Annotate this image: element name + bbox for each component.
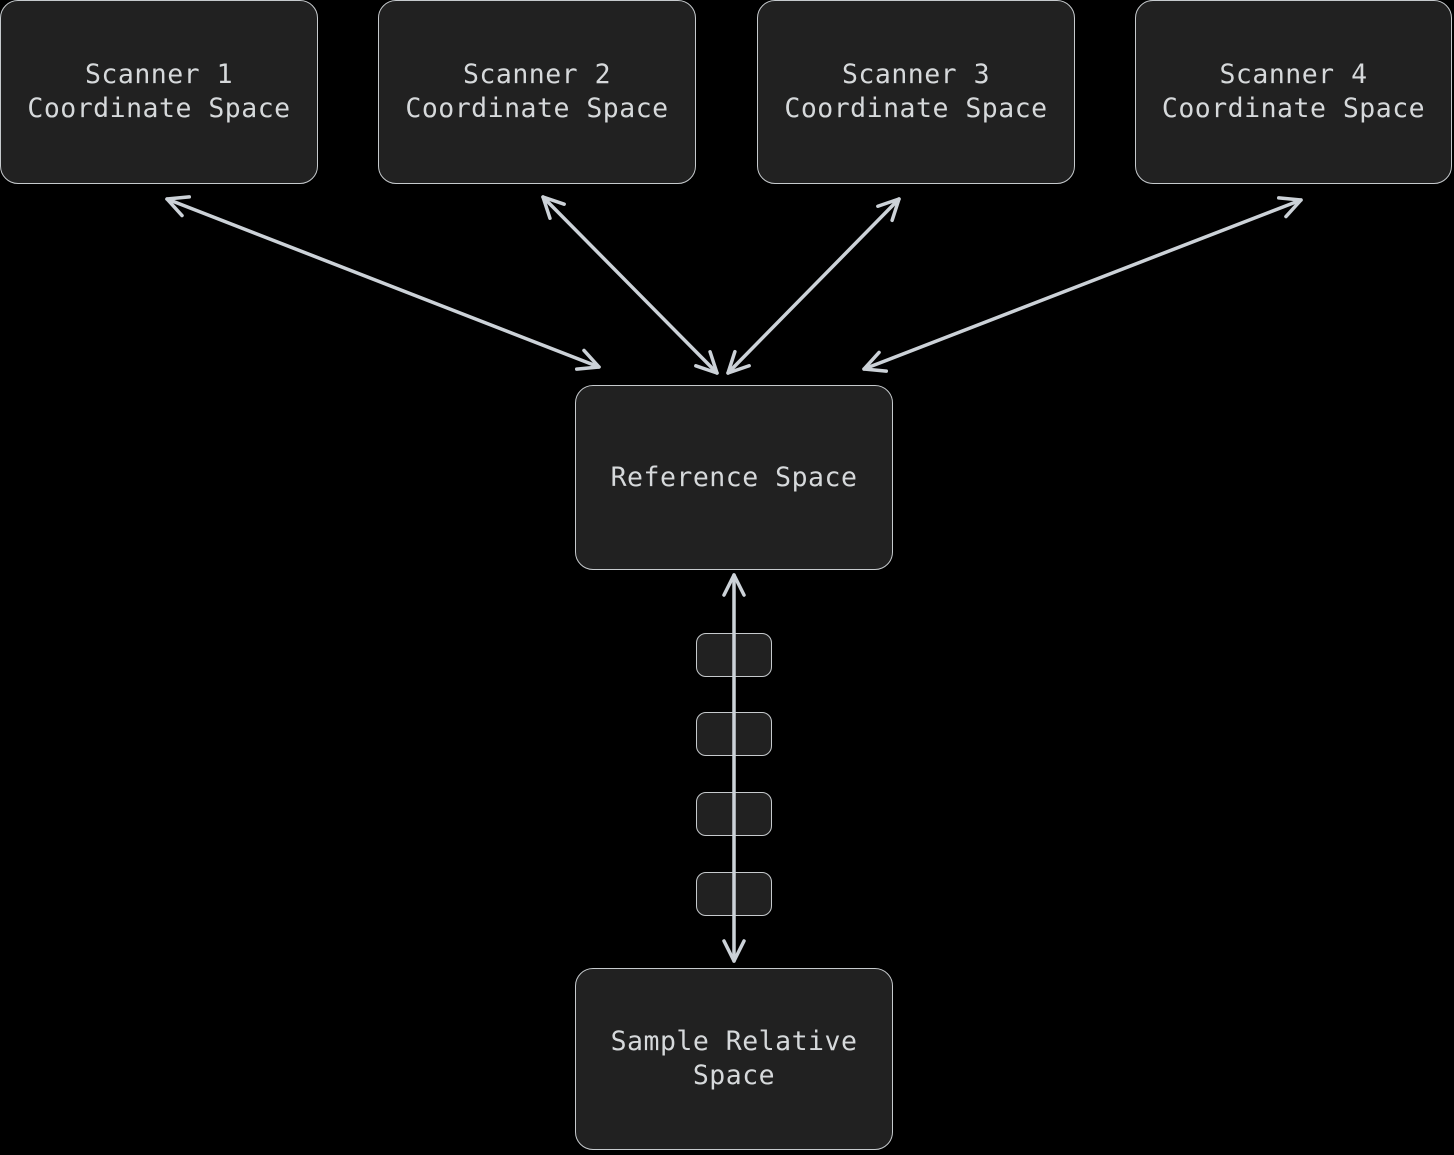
arrow-scanner3-reference <box>726 197 901 375</box>
node-scanner-3-coordinate-space: Scanner 3 Coordinate Space <box>757 0 1075 184</box>
arrow-scanner4-reference <box>862 196 1303 373</box>
arrow-scanner1-reference <box>165 195 601 371</box>
node-reference-space: Reference Space <box>575 385 893 570</box>
node-scanner-4-coordinate-space: Scanner 4 Coordinate Space <box>1135 0 1452 184</box>
node-sample-relative-space: Sample Relative Space <box>575 968 893 1150</box>
node-scanner-1-coordinate-space: Scanner 1 Coordinate Space <box>0 0 318 184</box>
node-scanner-2-coordinate-space: Scanner 2 Coordinate Space <box>378 0 696 184</box>
connector-node-3 <box>696 792 772 836</box>
connector-node-4 <box>696 872 772 916</box>
connector-node-1 <box>696 633 772 677</box>
arrow-scanner2-reference <box>541 195 719 375</box>
connector-node-2 <box>696 712 772 756</box>
